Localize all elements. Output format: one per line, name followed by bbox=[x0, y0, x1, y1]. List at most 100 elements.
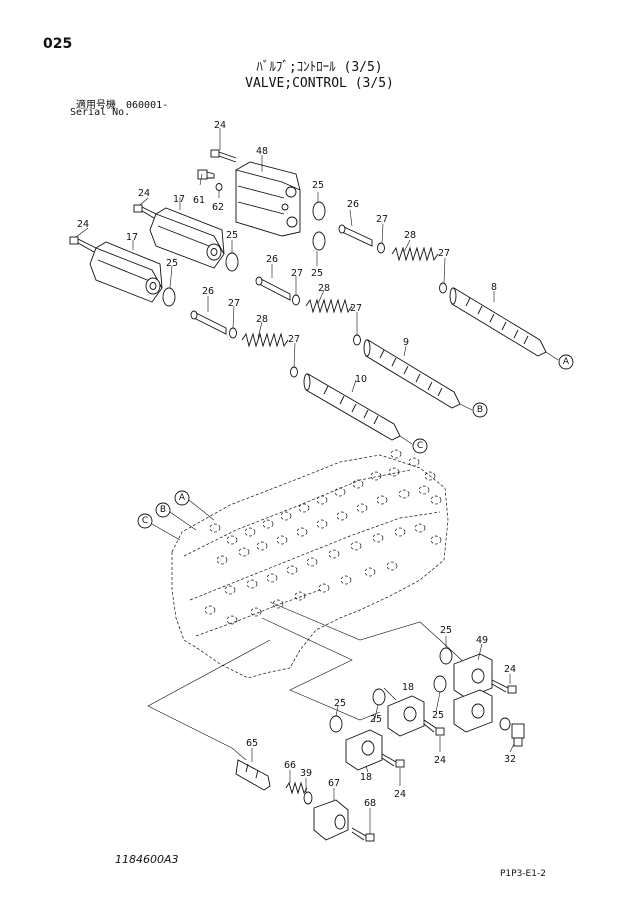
label-25-c: 25 bbox=[311, 268, 323, 279]
valve-port bbox=[328, 549, 340, 559]
routing-line-left bbox=[147, 639, 271, 761]
label-27-d: 27 bbox=[350, 303, 362, 314]
bolt-24-f bbox=[381, 753, 405, 768]
ref-c-upper: C bbox=[417, 441, 423, 451]
valve-port bbox=[334, 487, 346, 497]
valve-port bbox=[372, 533, 384, 543]
label-39: 39 bbox=[300, 768, 312, 779]
o-ring-25-f bbox=[433, 675, 447, 693]
o-ring-25-d bbox=[162, 287, 176, 307]
valve-port bbox=[294, 591, 306, 601]
label-25-f: 25 bbox=[432, 710, 444, 721]
o-ring-25-g bbox=[372, 688, 386, 706]
valve-port bbox=[356, 503, 368, 513]
valve-port bbox=[370, 471, 382, 481]
label-61: 61 bbox=[193, 195, 205, 206]
spool-65 bbox=[235, 759, 271, 791]
cover-18-upper bbox=[387, 695, 425, 737]
valve-port bbox=[216, 555, 228, 565]
label-28-a: 28 bbox=[404, 230, 416, 241]
page-code: P1P3-E1-2 bbox=[500, 869, 546, 879]
label-49: 49 bbox=[476, 635, 488, 646]
spool-10 bbox=[303, 373, 401, 441]
spool-8 bbox=[449, 287, 547, 357]
spring-seat-26-a bbox=[338, 224, 373, 247]
label-27-a: 27 bbox=[376, 214, 388, 225]
label-28-c: 28 bbox=[256, 314, 268, 325]
stopper-27-d bbox=[353, 334, 361, 346]
label-25-d: 25 bbox=[166, 258, 178, 269]
spring-seat-26-c bbox=[190, 310, 227, 335]
valve-body-ports bbox=[204, 449, 442, 625]
valve-port bbox=[280, 511, 292, 521]
page-number: 025 bbox=[43, 36, 73, 52]
valve-port bbox=[256, 541, 268, 551]
label-25-b: 25 bbox=[226, 230, 238, 241]
valve-port bbox=[352, 479, 364, 489]
o-ring-25-a bbox=[312, 201, 326, 221]
label-27-f: 27 bbox=[288, 334, 300, 345]
valve-port bbox=[209, 523, 221, 533]
valve-port bbox=[204, 605, 216, 615]
ref-circle-b-lower bbox=[155, 502, 171, 518]
o-ring-62 bbox=[215, 183, 223, 191]
cover-49 bbox=[453, 653, 493, 733]
spring-seat-26-b bbox=[255, 276, 291, 301]
spool-9 bbox=[363, 339, 461, 409]
valve-port bbox=[340, 575, 352, 585]
o-ring-39 bbox=[303, 791, 313, 805]
valve-port bbox=[296, 527, 308, 537]
label-67: 67 bbox=[328, 778, 340, 789]
valve-port bbox=[226, 615, 238, 625]
spring-66 bbox=[285, 781, 308, 795]
valve-port bbox=[244, 527, 256, 537]
valve-port bbox=[388, 467, 400, 477]
plug-32 bbox=[511, 723, 525, 747]
serial-label-japanese: 適用号機 060001- bbox=[76, 100, 169, 111]
label-27-c: 27 bbox=[291, 268, 303, 279]
spring-28-c bbox=[241, 332, 289, 348]
label-24-a: 24 bbox=[214, 120, 226, 131]
spring-28-b bbox=[305, 298, 353, 314]
valve-port bbox=[364, 567, 376, 577]
label-24-f: 24 bbox=[394, 789, 406, 800]
o-ring-lower-49 bbox=[499, 717, 511, 731]
valve-port bbox=[238, 547, 250, 557]
label-18-b: 18 bbox=[360, 772, 372, 783]
valve-port bbox=[418, 485, 430, 495]
label-62: 62 bbox=[212, 202, 224, 213]
valve-port bbox=[350, 541, 362, 551]
stopper-27-b bbox=[439, 282, 447, 294]
o-ring-25-e bbox=[439, 647, 453, 665]
bolt-24-b bbox=[133, 204, 157, 219]
valve-port bbox=[394, 527, 406, 537]
label-25-g: 25 bbox=[370, 714, 382, 725]
valve-port bbox=[390, 449, 402, 459]
valve-port bbox=[246, 579, 258, 589]
label-10: 10 bbox=[355, 374, 367, 385]
label-26-b: 26 bbox=[266, 254, 278, 265]
label-17-a: 17 bbox=[173, 194, 185, 205]
label-8: 8 bbox=[491, 282, 497, 293]
valve-port bbox=[306, 557, 318, 567]
cover-17-lower bbox=[89, 241, 163, 303]
valve-port bbox=[318, 583, 330, 593]
ref-circle-b-upper bbox=[472, 402, 488, 418]
stopper-27-c bbox=[292, 294, 300, 306]
label-68: 68 bbox=[364, 798, 376, 809]
cap-67 bbox=[313, 799, 349, 841]
label-66: 66 bbox=[284, 760, 296, 771]
label-48: 48 bbox=[256, 146, 268, 157]
valve-port bbox=[430, 535, 442, 545]
o-ring-25-h bbox=[329, 715, 343, 733]
label-26-a: 26 bbox=[347, 199, 359, 210]
label-32: 32 bbox=[504, 754, 516, 765]
stopper-27-e bbox=[229, 327, 237, 339]
ref-circle-a-upper bbox=[558, 354, 574, 370]
label-24-c: 24 bbox=[77, 219, 89, 230]
valve-port bbox=[430, 495, 442, 505]
valve-port bbox=[316, 495, 328, 505]
ref-a-lower: A bbox=[179, 493, 186, 503]
valve-port bbox=[226, 535, 238, 545]
label-24-e: 24 bbox=[434, 755, 446, 766]
